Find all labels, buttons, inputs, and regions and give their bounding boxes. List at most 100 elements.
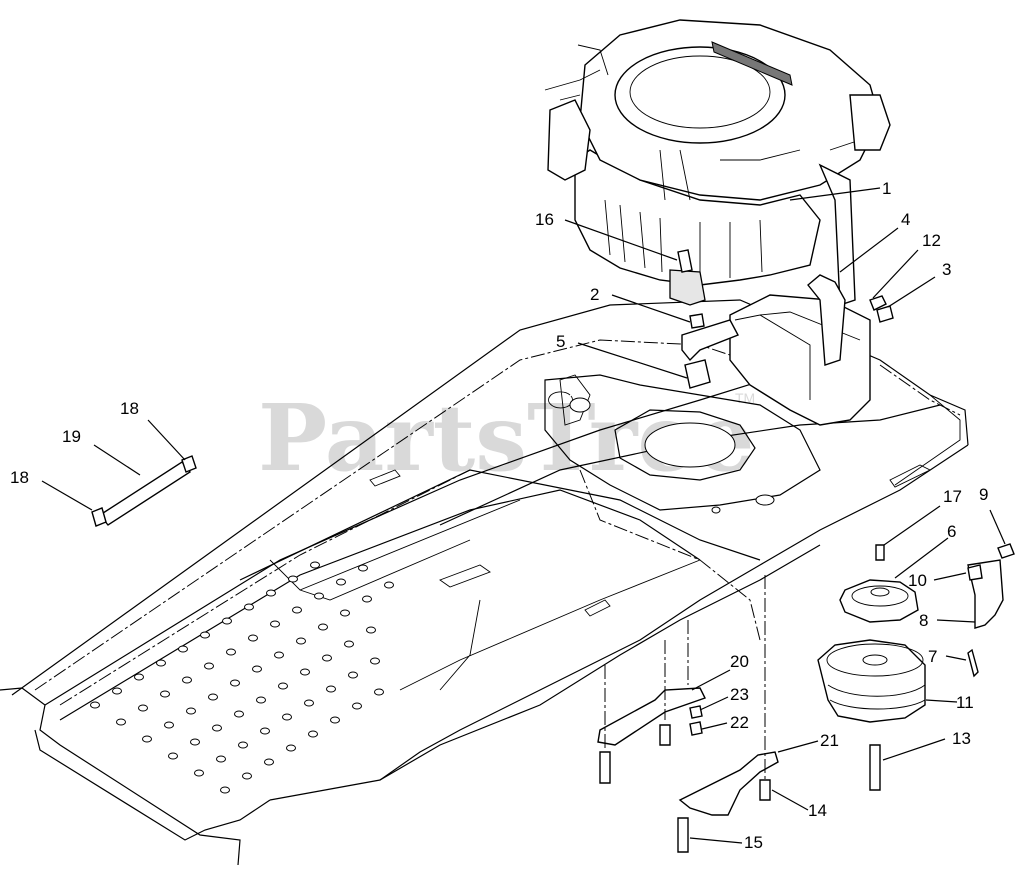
bolt-lower-left xyxy=(599,751,611,784)
exhaust-pipe xyxy=(807,274,846,366)
engine-bolt-16 xyxy=(677,249,693,273)
frame-oval-slot-2 xyxy=(369,469,401,487)
callout-13: 13 xyxy=(952,729,971,748)
footplate-hole xyxy=(90,701,100,709)
footplate-hole xyxy=(374,688,384,696)
callout-14: 14 xyxy=(808,801,827,820)
leader-18-bottom xyxy=(41,480,93,511)
clip-7 xyxy=(967,648,979,678)
support-brackets xyxy=(597,575,779,853)
callout-2: 2 xyxy=(590,285,599,304)
footplate-hole xyxy=(322,654,332,662)
footplate-hole xyxy=(182,676,192,684)
leader-5 xyxy=(577,342,688,379)
footplate-hole xyxy=(252,665,262,673)
bolt-bracket-20 xyxy=(659,724,671,746)
pulley-6 xyxy=(839,579,919,623)
callout-18-top: 18 xyxy=(120,399,139,418)
footplate-hole xyxy=(266,589,276,597)
frame-oval-slot-1 xyxy=(439,564,491,588)
footplate-hole xyxy=(274,651,284,659)
screw-12 xyxy=(869,295,887,311)
leader-3 xyxy=(887,276,936,308)
clutch-11-bore xyxy=(862,654,888,666)
footplate-perforations xyxy=(90,561,394,794)
leader-7 xyxy=(945,655,967,661)
footplate-hole xyxy=(142,735,152,743)
engine-lower-block xyxy=(574,149,821,286)
leader-16 xyxy=(564,219,678,261)
engine-mount-foot xyxy=(669,269,706,306)
bracket-20 xyxy=(597,687,706,746)
footplate-hole xyxy=(238,741,248,749)
footplate-hole xyxy=(138,704,148,712)
engine-left-component xyxy=(547,99,591,181)
pto-clutch-assembly xyxy=(817,543,1015,791)
footplate-hole xyxy=(318,623,328,631)
footplate-hole xyxy=(326,685,336,693)
nut-2 xyxy=(689,313,705,329)
frame-left-lip xyxy=(0,687,241,866)
footplate-hole xyxy=(340,609,350,617)
footplate-hole xyxy=(242,772,252,780)
footplate-hole xyxy=(248,634,258,642)
callout-17: 17 xyxy=(943,487,962,506)
footplate-hole xyxy=(336,578,346,586)
frame-rib xyxy=(399,559,701,691)
engine xyxy=(544,19,891,306)
callout-12: 12 xyxy=(922,231,941,250)
callout-4: 4 xyxy=(901,210,910,229)
engine-right-tank xyxy=(849,94,891,151)
callout-6: 6 xyxy=(947,522,956,541)
clutch-11 xyxy=(817,639,926,723)
key-17 xyxy=(875,544,885,561)
footplate-hole xyxy=(286,744,296,752)
frame-side-rail xyxy=(44,371,791,706)
frame-long-rail xyxy=(239,469,761,581)
mount-hardware xyxy=(677,249,711,389)
footplate-hole xyxy=(134,673,144,681)
pulley-6-bore xyxy=(870,587,890,597)
leader-12 xyxy=(872,249,919,299)
fuel-line-assembly xyxy=(91,455,197,527)
leader-4 xyxy=(839,227,899,273)
leader-lines xyxy=(41,187,1006,844)
leader-17 xyxy=(883,505,941,546)
footplate-hole xyxy=(352,702,362,710)
frame-ridge xyxy=(269,499,521,601)
callout-15: 15 xyxy=(744,833,763,852)
leader-22 xyxy=(701,722,728,730)
engine-top-cover-ring xyxy=(629,55,771,129)
frame-hole xyxy=(711,506,721,514)
callout-8: 8 xyxy=(919,611,928,630)
callout-19: 19 xyxy=(62,427,81,446)
frame-oval-slot-3 xyxy=(584,599,611,617)
muffler-assembly xyxy=(681,274,894,426)
footplate-hole xyxy=(264,758,274,766)
leader-10 xyxy=(933,572,967,581)
footplate-hole xyxy=(292,606,302,614)
frame-hole-large xyxy=(755,494,775,506)
footplate-hole xyxy=(348,671,358,679)
callout-1: 1 xyxy=(882,179,891,198)
nut-22 xyxy=(689,721,703,736)
leader-20 xyxy=(691,669,731,691)
footplate-hole xyxy=(260,727,270,735)
spacer-10 xyxy=(967,564,983,581)
callout-22: 22 xyxy=(730,713,749,732)
isolator-5 xyxy=(684,359,711,389)
footplate-hole xyxy=(230,679,240,687)
footplate-hole xyxy=(190,738,200,746)
callout-20: 20 xyxy=(730,652,749,671)
leader-23 xyxy=(699,696,729,711)
leader-21 xyxy=(777,740,819,753)
mount-flange-hole xyxy=(569,397,591,413)
callout-23: 23 xyxy=(730,685,749,704)
callout-10: 10 xyxy=(908,571,927,590)
clutch-11-rings xyxy=(827,684,926,710)
footplate-hole xyxy=(160,690,170,698)
callout-5: 5 xyxy=(556,332,565,351)
mount-cutout xyxy=(614,409,756,481)
